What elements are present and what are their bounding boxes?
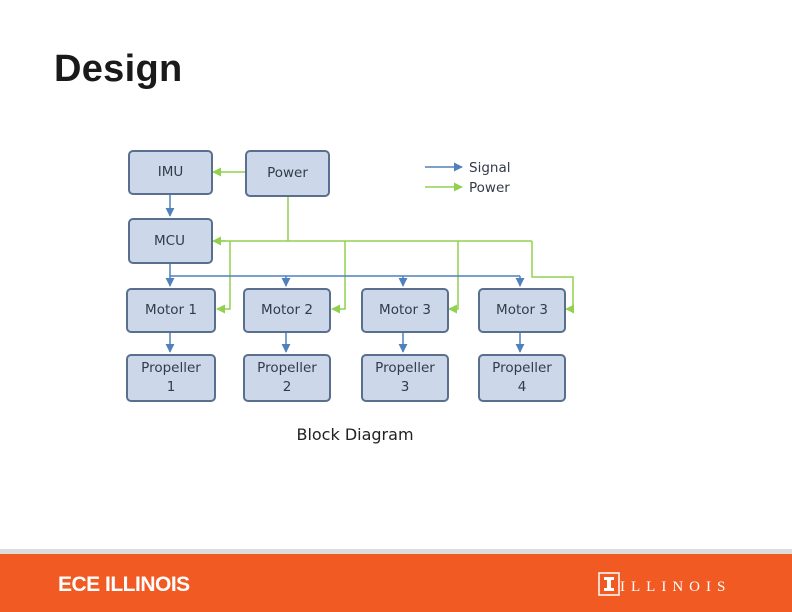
footer-divider (0, 549, 792, 554)
propeller-1-block: Propeller 1 (126, 354, 216, 402)
slide-title: Design (54, 48, 183, 90)
motor-3-block: Motor 3 (361, 288, 449, 333)
propeller-4-block: Propeller 4 (478, 354, 566, 402)
power-to-motor2-wire (331, 241, 346, 314)
power-to-motor1-wire (216, 241, 231, 314)
illinois-wordmark: ILLINOIS (620, 579, 732, 595)
motor-2-block: Motor 2 (243, 288, 331, 333)
diagram-caption: Block Diagram (296, 425, 414, 444)
power-block: Power (245, 150, 330, 197)
imu-block: IMU (128, 150, 213, 195)
legend-signal-label: Signal (469, 160, 511, 176)
propeller-3-block: Propeller 3 (361, 354, 449, 402)
motor-4-block: Motor 3 (478, 288, 566, 333)
legend-power-label: Power (469, 180, 510, 196)
mcu-block: MCU (128, 218, 213, 264)
propeller-2-block: Propeller 2 (243, 354, 331, 402)
motor-1-block: Motor 1 (126, 288, 216, 333)
power-to-motor3-wire (448, 241, 459, 314)
footer-bar: ECE ILLINOIS ILLINOIS (0, 554, 792, 612)
power-to-motor4-wire (531, 241, 575, 314)
ece-illinois-wordmark: ECE ILLINOIS (58, 573, 190, 596)
illinois-block-i-logo-icon (598, 572, 620, 596)
legend: Signal Power (469, 158, 510, 198)
